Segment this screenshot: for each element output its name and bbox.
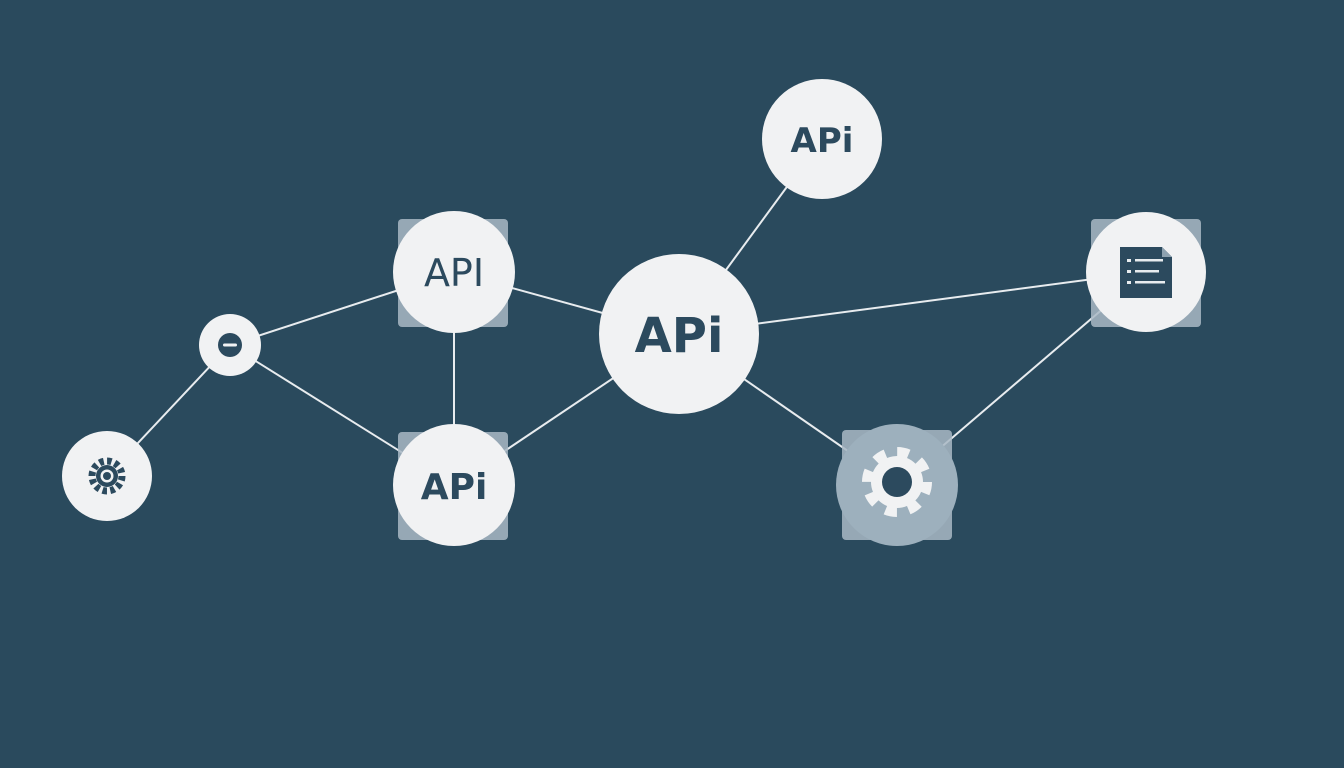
node-api-center[interactable]: APi [599, 254, 759, 414]
api-label: APi [791, 121, 854, 161]
node-api-lower-left[interactable]: APi [393, 424, 515, 546]
api-label: API [424, 251, 484, 295]
node-gear-right[interactable] [836, 424, 958, 546]
node-api-top[interactable]: APi [762, 79, 882, 199]
gear-icon [862, 447, 932, 517]
api-label: APi [421, 467, 488, 508]
node-document[interactable] [1086, 212, 1206, 332]
node-small-minus[interactable] [199, 314, 261, 376]
gear-icon [88, 457, 126, 495]
node-frames [398, 219, 1201, 540]
minus-icon [218, 333, 242, 357]
api-label: APi [635, 308, 724, 364]
node-small-gear[interactable] [62, 431, 152, 521]
document-icon [1120, 247, 1172, 298]
node-api-upper-left[interactable]: API [393, 211, 515, 333]
